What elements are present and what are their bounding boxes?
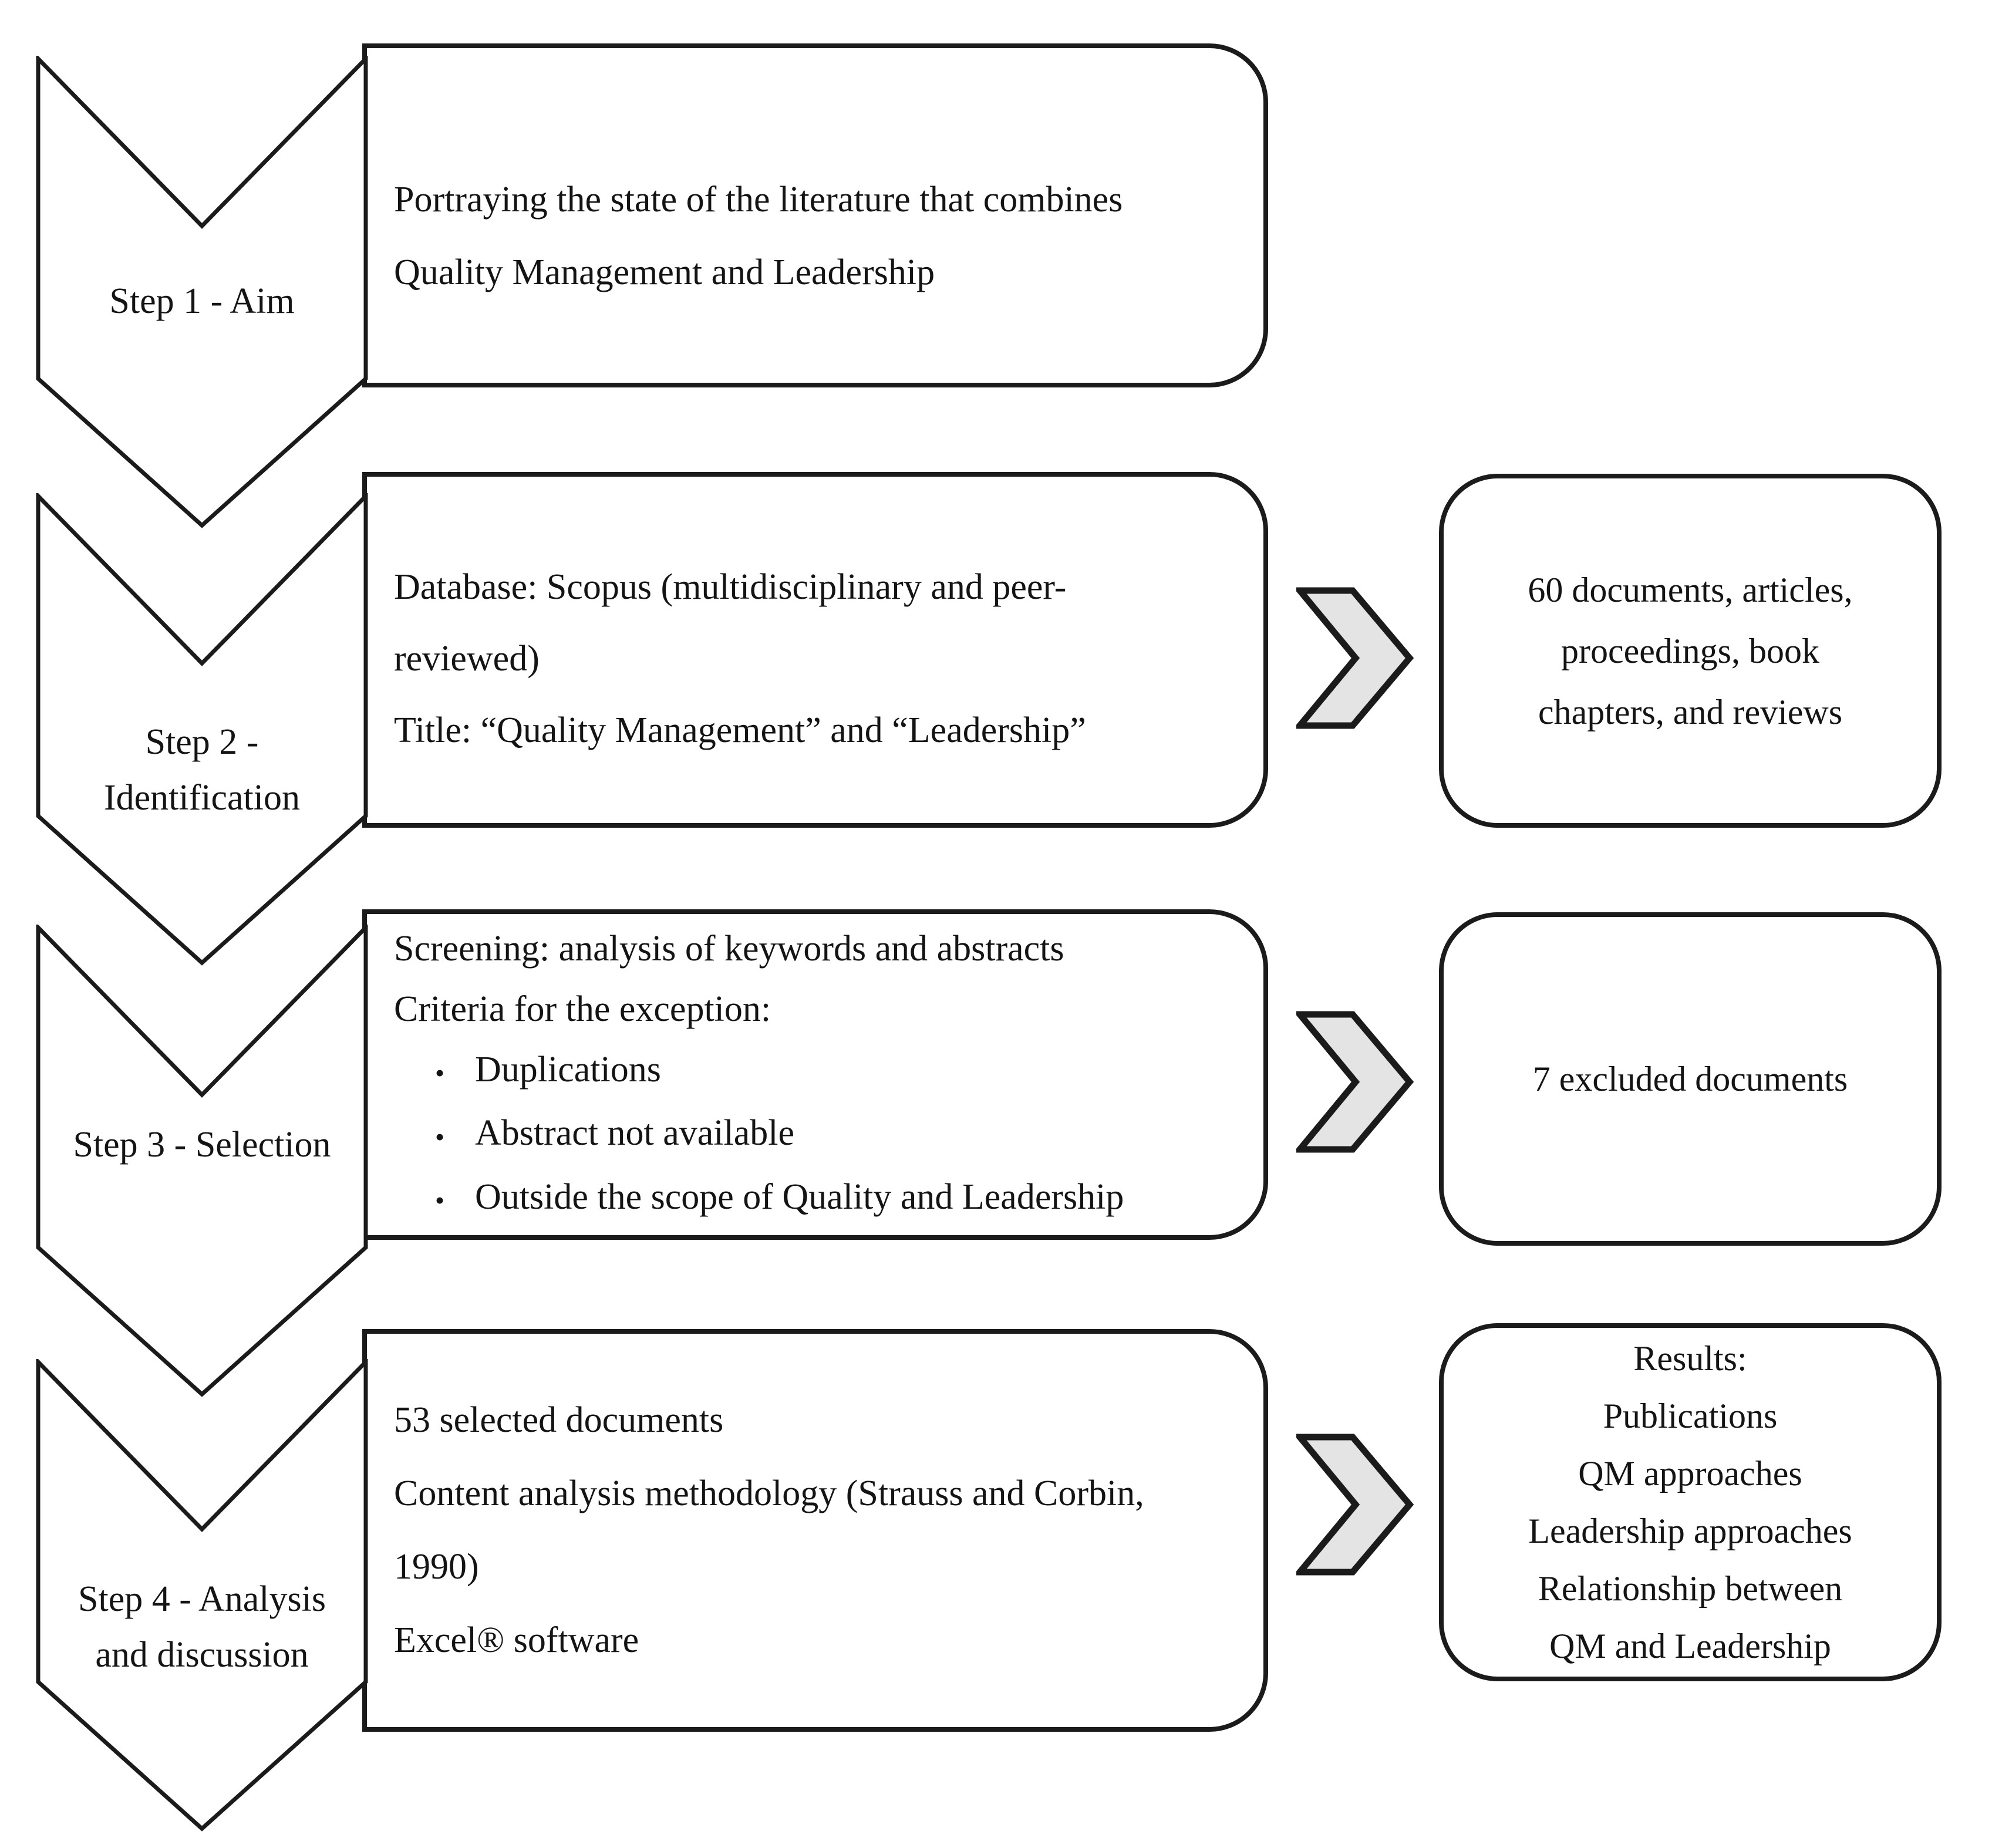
step4-process-box: 53 selected documents Content analysis m… — [362, 1329, 1268, 1732]
result-text-line: Leadership approaches — [1528, 1512, 1852, 1550]
result-text-line: 7 excluded documents — [1532, 1060, 1848, 1098]
bullet-item: • Duplications — [394, 1040, 1247, 1103]
box-text-line: reviewed) — [394, 639, 540, 679]
step1-process-box: Portraying the state of the literature t… — [362, 43, 1268, 387]
bullet-item: • Outside the scope of Quality and Leader… — [394, 1167, 1247, 1230]
step2-process-box: Database: Scopus (multidisciplinary and … — [362, 472, 1268, 828]
box-text-line: Excel® software — [394, 1620, 639, 1660]
step1-label: Step 1 - Aim — [38, 275, 366, 328]
chevron-down-icon — [36, 1359, 368, 1832]
box-text-line: Portraying the state of the literature t… — [394, 180, 1123, 220]
box-text-line: Content analysis methodology (Strauss an… — [394, 1473, 1144, 1513]
result-text-line: Publications — [1603, 1397, 1778, 1435]
step-label-line: Step 3 - Selection — [73, 1125, 331, 1165]
chevron-right-icon — [1296, 587, 1414, 729]
step1-chevron-shape — [36, 56, 368, 528]
bullet-icon: • — [435, 1185, 445, 1215]
bullet-icon: • — [435, 1121, 445, 1152]
bullet-text: Outside the scope of Quality and Leaders… — [475, 1176, 1124, 1217]
bullet-icon: • — [435, 1058, 445, 1088]
flow-arrow-icon — [1296, 1434, 1414, 1576]
chevron-down-icon — [36, 56, 368, 528]
step-label-line: and discussion — [95, 1635, 309, 1675]
chevron-right-icon — [1296, 1011, 1414, 1153]
chevron-right-icon — [1296, 1434, 1414, 1576]
flow-arrow-icon — [1296, 587, 1414, 729]
step3-chevron-shape — [36, 925, 368, 1397]
box-text-line: Quality Management and Leadership — [394, 252, 935, 292]
box-text-line: Criteria for the exception: — [394, 989, 771, 1030]
box-text-line: 53 selected documents — [394, 1400, 724, 1440]
result-text-line: chapters, and reviews — [1538, 692, 1843, 731]
step-label-line: Step 4 - Analysis — [78, 1579, 326, 1619]
step4-chevron-shape — [36, 1359, 368, 1832]
step2-chevron-shape — [36, 493, 368, 966]
result-text-line: Results: — [1633, 1339, 1747, 1378]
step2-label: Step 2 - Identification — [38, 714, 366, 826]
step4-result-box: Results: Publications QM approaches Lead… — [1439, 1323, 1942, 1681]
step2-result-box: 60 documents, articles, proceedings, boo… — [1439, 474, 1942, 828]
chevron-down-icon — [36, 925, 368, 1397]
step3-label: Step 3 - Selection — [38, 1118, 366, 1171]
step3-result-box: 7 excluded documents — [1439, 912, 1942, 1246]
step4-label: Step 4 - Analysis and discussion — [38, 1572, 366, 1683]
result-text-line: 60 documents, articles, — [1528, 570, 1853, 609]
box-text-line: Database: Scopus (multidisciplinary and … — [394, 567, 1067, 607]
bullet-item: • Abstract not available — [394, 1103, 1247, 1166]
step-label-line: Step 1 - Aim — [109, 281, 295, 321]
step-label-line: Step 2 - — [145, 722, 259, 762]
chevron-down-icon — [36, 493, 368, 966]
step-label-line: Identification — [104, 778, 300, 818]
step3-process-box: Screening: analysis of keywords and abst… — [362, 909, 1268, 1240]
bullet-text: Duplications — [475, 1050, 661, 1090]
box-text-line: Title: “Quality Management” and “Leaders… — [394, 710, 1086, 750]
box-text-line: 1990) — [394, 1547, 479, 1587]
flow-arrow-icon — [1296, 1011, 1414, 1153]
result-text-line: QM approaches — [1578, 1454, 1802, 1493]
bullet-text: Abstract not available — [475, 1113, 795, 1154]
result-text-line: Relationship between — [1538, 1569, 1843, 1608]
result-text-line: proceedings, book — [1561, 631, 1819, 670]
result-text-line: QM and Leadership — [1549, 1627, 1831, 1665]
box-text-line: Screening: analysis of keywords and abst… — [394, 929, 1064, 969]
